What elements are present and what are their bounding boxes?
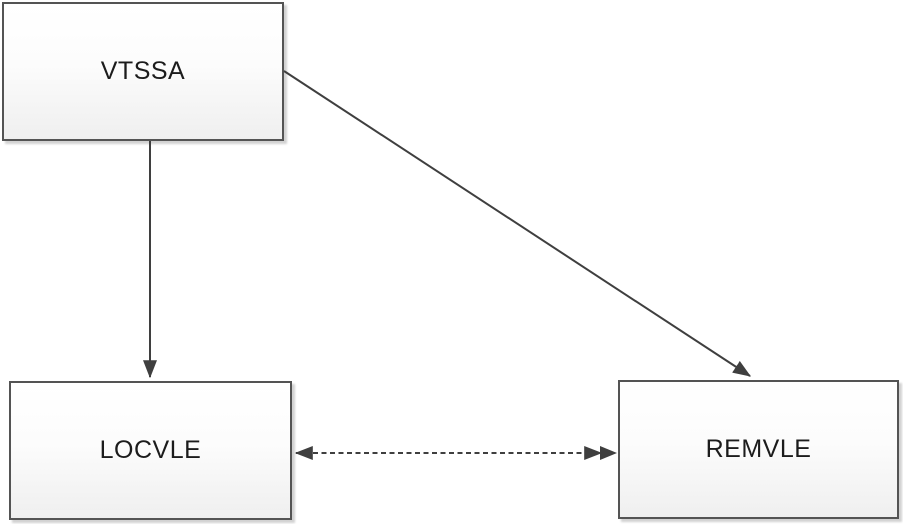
node-remvle-label: REMVLE [705, 435, 812, 463]
node-remvle: REMVLE [618, 380, 899, 519]
node-vtssa-label: VTSSA [100, 57, 186, 85]
node-locvle-label: LOCVLE [99, 436, 202, 464]
connector-vtssa-to-remvle [283, 70, 752, 377]
node-vtssa: VTSSA [2, 2, 284, 141]
node-locvle: LOCVLE [9, 381, 292, 520]
connector-locvle-remvle-extra-arrowhead-icon [600, 446, 617, 460]
